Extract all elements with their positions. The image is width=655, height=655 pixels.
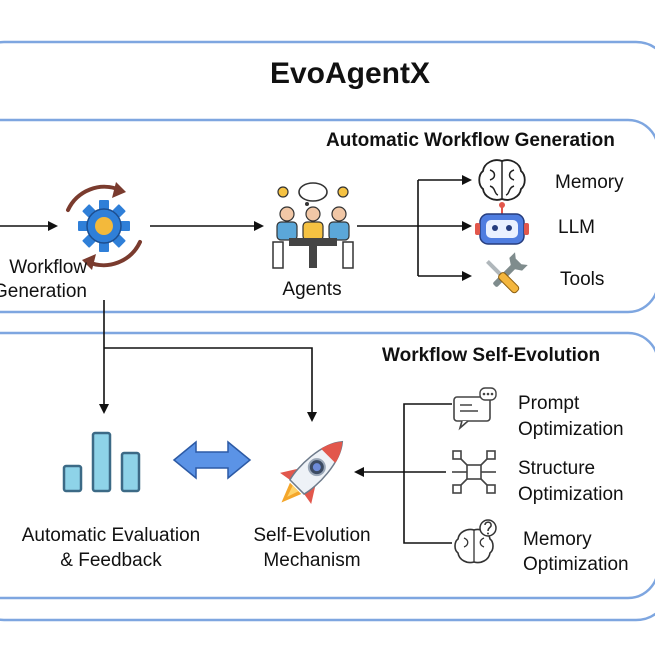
outer-frame xyxy=(0,40,655,622)
brain-icon xyxy=(478,159,526,201)
network-structure-icon xyxy=(452,450,496,494)
lightbulb-icon xyxy=(277,186,349,198)
memory-optimization-label-line1: Memory xyxy=(523,529,592,550)
mechanism-label-line2: Mechanism xyxy=(263,550,361,571)
tools-label: Tools xyxy=(560,269,605,290)
generation-panel xyxy=(0,118,655,314)
memory-label: Memory xyxy=(555,172,624,193)
tools-icon xyxy=(486,252,528,294)
workflow-generation-label-line1: Workflow xyxy=(9,257,87,278)
generation-heading: Automatic Workflow Generation xyxy=(326,130,615,151)
agents-label: Agents xyxy=(282,279,342,300)
optimization-bracket-line xyxy=(403,403,452,544)
evaluation-label-line2: & Feedback xyxy=(60,550,162,571)
brain-question-icon xyxy=(454,519,497,564)
robot-icon xyxy=(475,202,529,245)
gear-to-mechanism-arrow xyxy=(104,347,317,422)
chat-bubble-icon xyxy=(453,387,497,431)
llm-label: LLM xyxy=(558,217,595,238)
evolution-panel xyxy=(0,331,655,600)
evaluation-label-line1: Automatic Evaluation xyxy=(21,525,201,546)
gear-icon xyxy=(66,182,142,270)
prompt-optimization-label-line1: Prompt xyxy=(518,393,580,414)
mechanism-label-line1: Self-Evolution xyxy=(253,525,371,546)
double-arrow-icon xyxy=(172,440,252,480)
evolution-heading: Workflow Self-Evolution xyxy=(382,345,601,366)
workflow-generation-label-line2: Generation xyxy=(0,281,87,302)
structure-optimization-label-line1: Structure xyxy=(518,458,596,479)
rocket-icon xyxy=(280,440,344,504)
thought-cloud-icon xyxy=(298,182,328,206)
prompt-optimization-label-line2: Optimization xyxy=(518,419,624,440)
main-title: EvoAgentX xyxy=(269,57,431,90)
structure-optimization-label-line2: Optimization xyxy=(518,484,624,505)
memory-optimization-label-line2: Optimization xyxy=(523,554,629,575)
agents-icon xyxy=(272,182,354,269)
bar-chart-icon xyxy=(62,431,141,493)
